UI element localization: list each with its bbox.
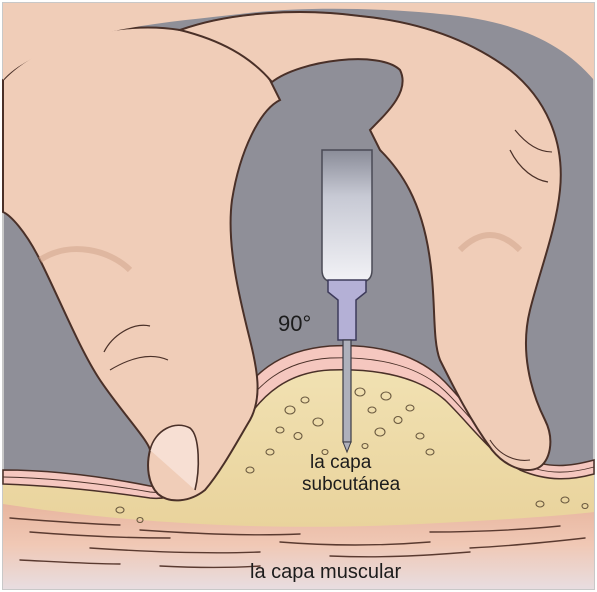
angle-label: 90°: [278, 311, 311, 336]
subcutaneous-label-line1: la capa: [310, 452, 372, 473]
needle: [343, 340, 351, 442]
muscle-label: la capa muscular: [250, 561, 402, 583]
subcutaneous-label-line2: subcutánea: [302, 474, 401, 495]
